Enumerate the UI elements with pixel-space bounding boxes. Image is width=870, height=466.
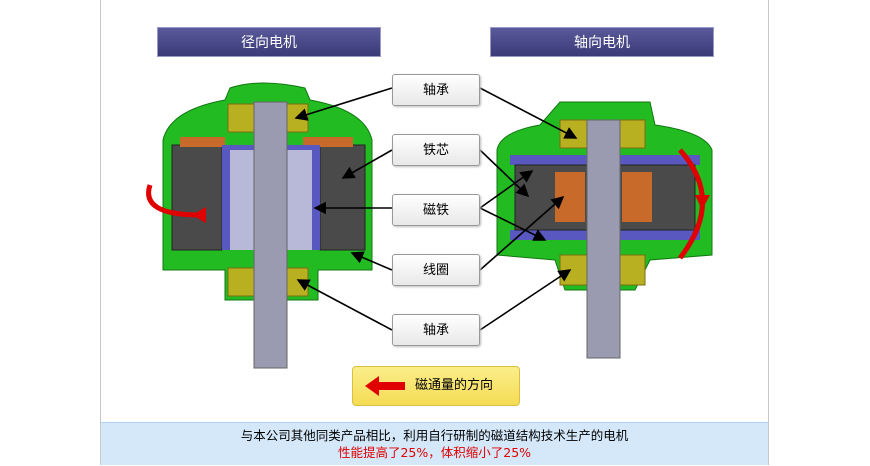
axial-shaft bbox=[586, 119, 621, 359]
label-coil: 线圈 bbox=[392, 254, 480, 286]
caption-band: 与本公司其他同类产品相比，利用自行研制的磁道结构技术生产的电机 性能提高了25%… bbox=[101, 422, 768, 465]
caption-line-2: 性能提高了25%，体积缩小了25% bbox=[337, 445, 532, 460]
axial-motor-header: 轴向电机 bbox=[490, 27, 714, 57]
radial-motor-header: 径向电机 bbox=[157, 27, 381, 57]
radial-motor bbox=[146, 82, 373, 369]
flux-direction-legend: 磁通量的方向 bbox=[352, 366, 520, 406]
radial-shaft bbox=[253, 101, 288, 369]
caption-line-1: 与本公司其他同类产品相比，利用自行研制的磁道结构技术生产的电机 bbox=[240, 428, 629, 443]
red-left-arrow-icon bbox=[365, 376, 405, 396]
legend-text: 磁通量的方向 bbox=[415, 378, 494, 393]
label-core: 铁芯 bbox=[392, 134, 480, 166]
leader-lines bbox=[294, 87, 578, 331]
axial-motor bbox=[496, 101, 713, 359]
label-magnet: 磁铁 bbox=[392, 194, 480, 226]
label-bearing-top: 轴承 bbox=[392, 74, 480, 106]
label-bearing-bottom: 轴承 bbox=[392, 314, 480, 346]
